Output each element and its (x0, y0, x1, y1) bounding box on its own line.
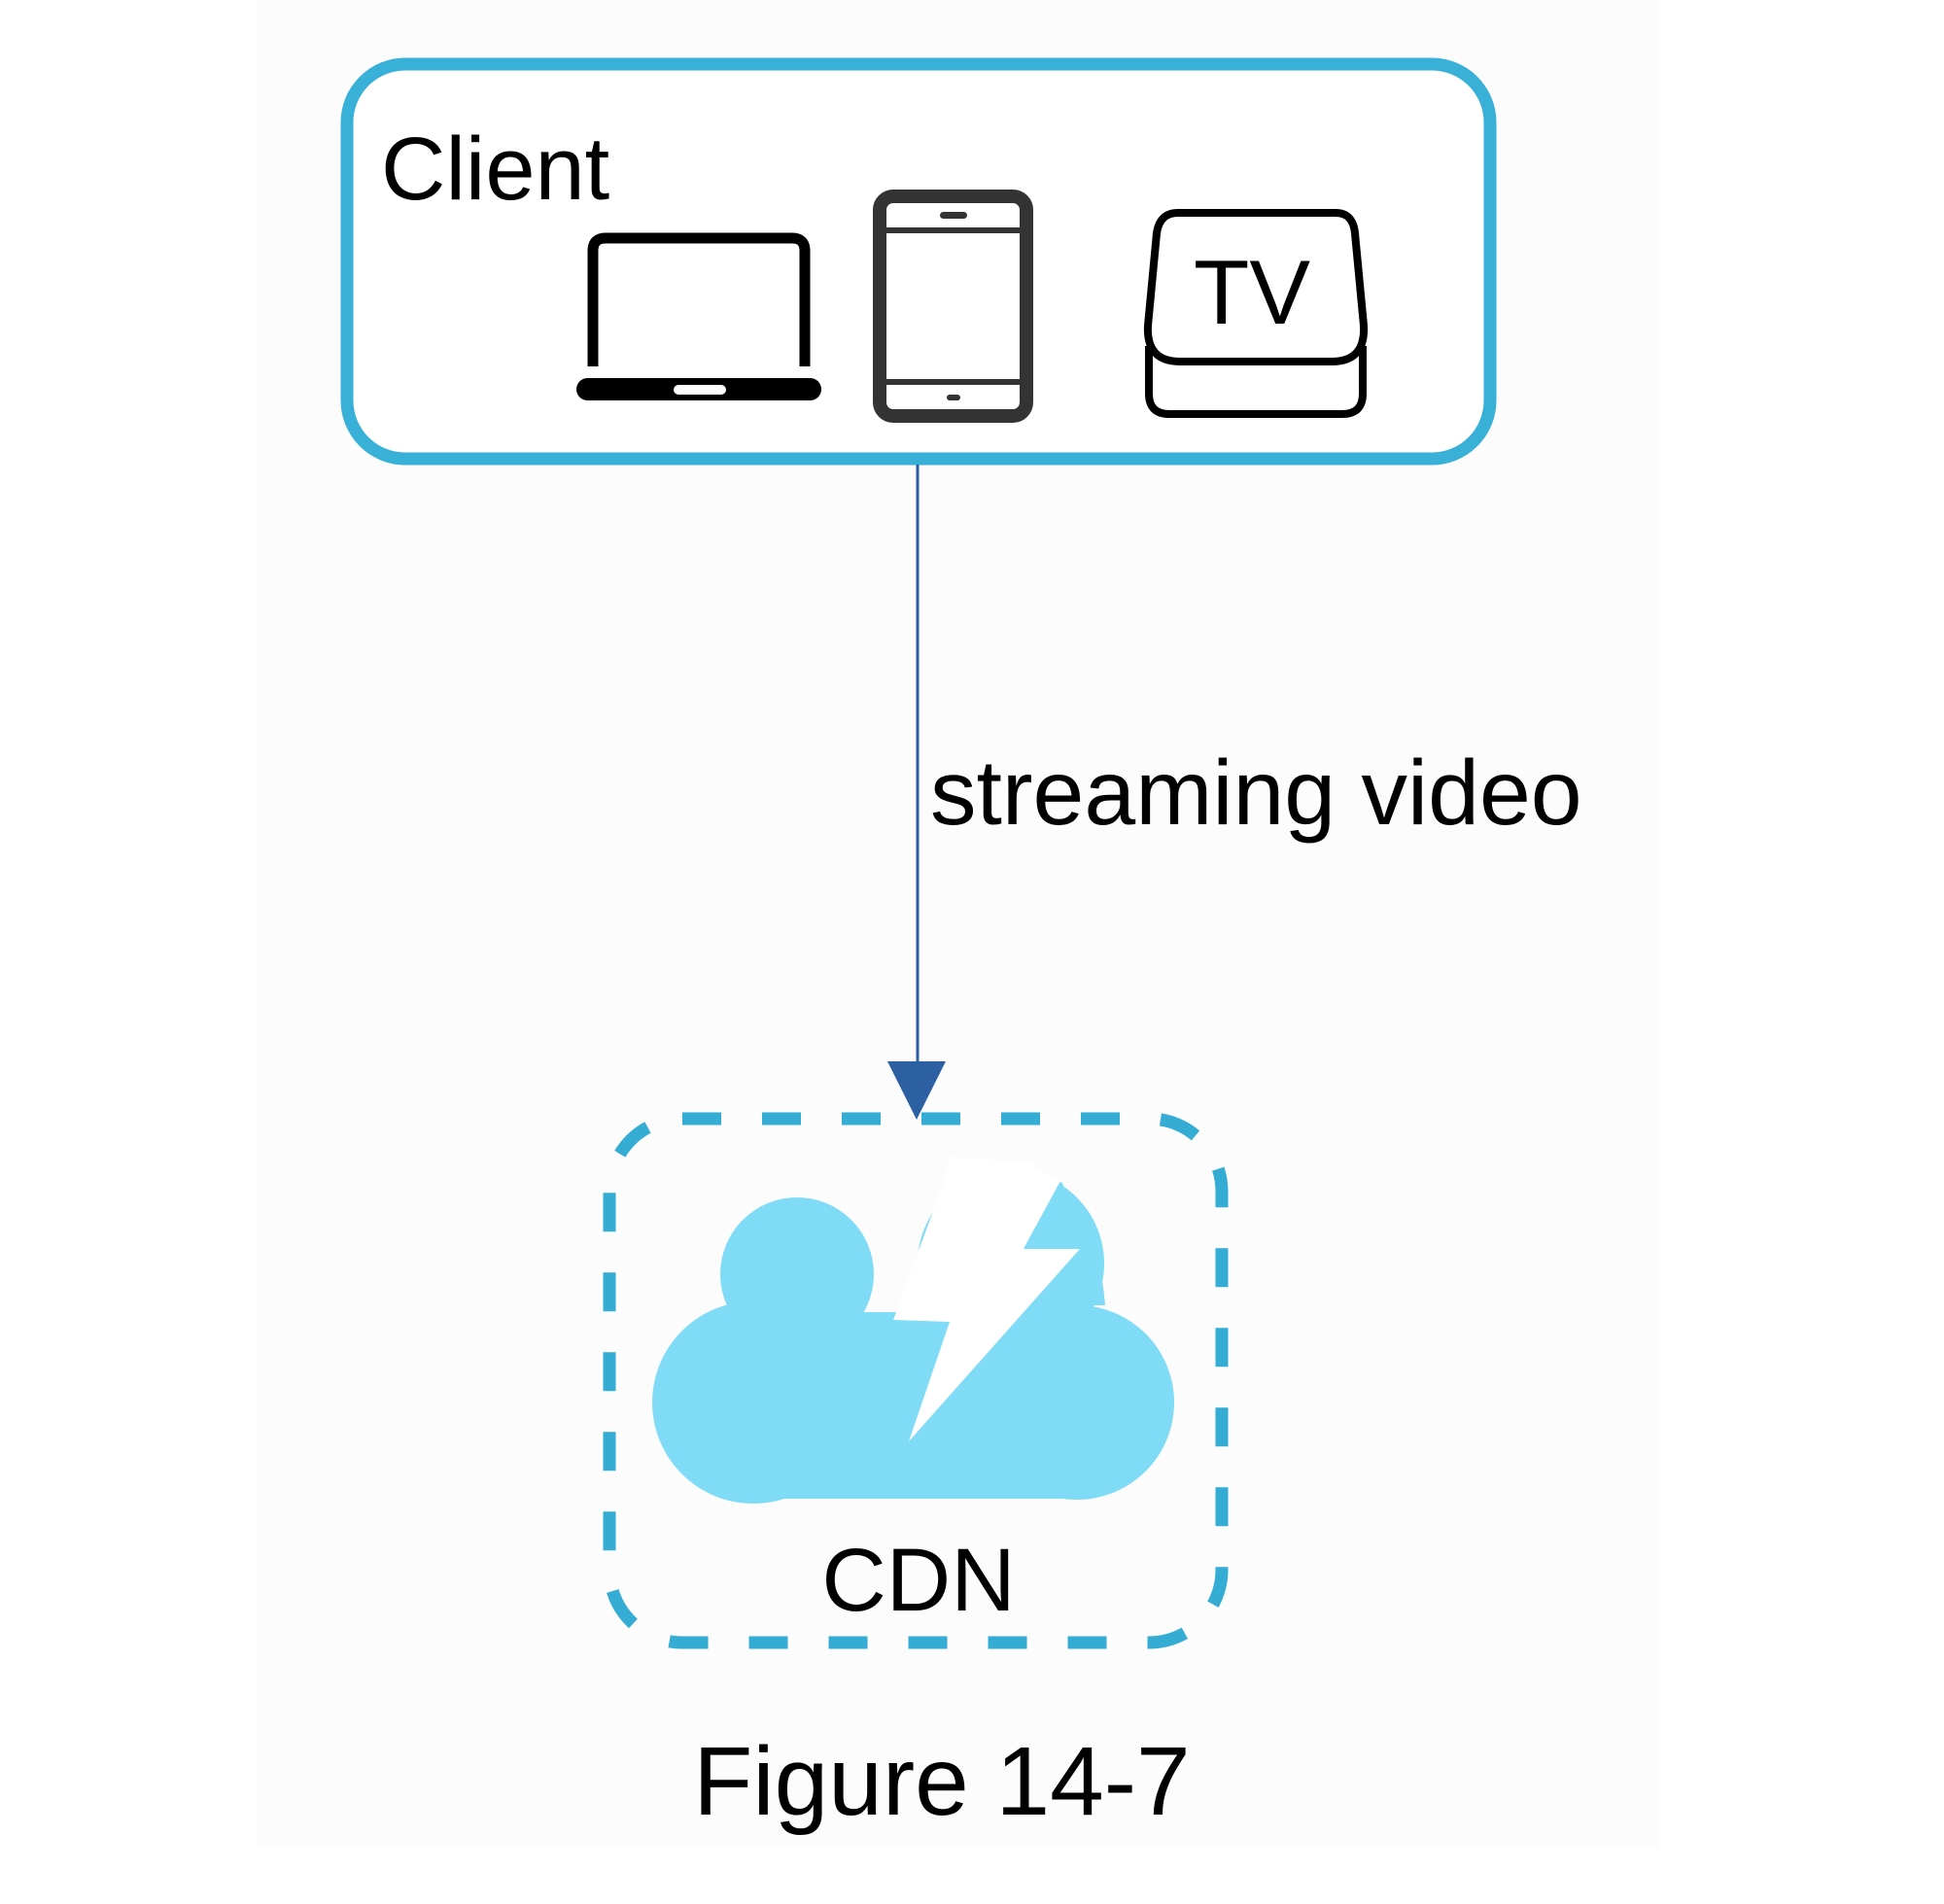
figure-caption: Figure 14-7 (693, 1727, 1190, 1836)
arrowhead-icon (887, 1061, 946, 1120)
cdn-node[interactable]: CDN (603, 1112, 1229, 1649)
cdn-box (603, 1112, 1229, 1649)
laptop-icon (576, 232, 821, 400)
smartphone-icon (873, 190, 1033, 423)
tv-label: TV (1194, 241, 1310, 343)
edge-label: streaming video (930, 742, 1582, 845)
streaming-edge[interactable]: streaming video (887, 465, 1582, 1120)
cloud-lightning-icon (652, 1157, 1174, 1504)
tv-box-icon: TV (1143, 209, 1369, 418)
client-node[interactable]: Client TV (340, 57, 1497, 466)
client-label: Client (381, 120, 609, 219)
cdn-label: CDN (821, 1531, 1015, 1630)
